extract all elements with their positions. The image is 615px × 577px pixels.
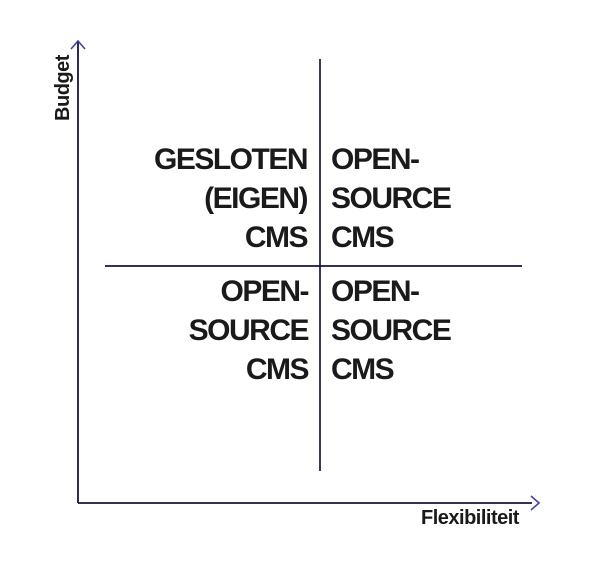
quadrant-label-bottom-left: OPEN- SOURCE CMS xyxy=(188,275,310,386)
quadrant-label-bottom-right: OPEN- SOURCE CMS xyxy=(331,275,452,386)
quadrant-label-top-right: OPEN- SOURCE CMS xyxy=(331,143,452,254)
x-axis-arrowhead-icon xyxy=(530,495,541,511)
y-axis-label: Budget xyxy=(52,55,74,121)
quadrant-label-top-left: GESLOTEN (EIGEN) CMS xyxy=(153,143,309,254)
y-axis-arrowhead-icon xyxy=(70,39,86,50)
x-axis-label: Flexibiliteit xyxy=(421,507,519,529)
